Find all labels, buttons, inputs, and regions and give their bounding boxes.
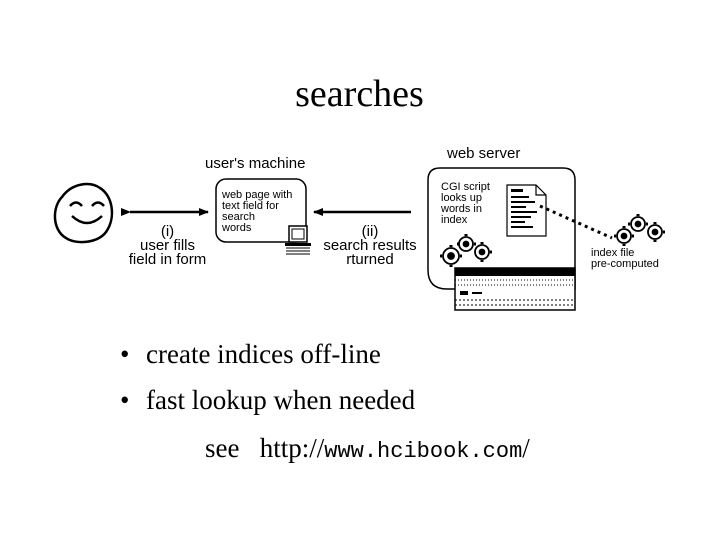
cgi-script-line: CGI script [441, 181, 490, 193]
arrow-i-label: (i) user fills field in form [120, 223, 215, 268]
gears-icon [440, 234, 492, 267]
url-tail[interactable]: / [522, 433, 530, 463]
see-prefix: see [205, 433, 240, 463]
bullet-dot: • [120, 339, 130, 369]
cgi-script-line: looks up [441, 192, 482, 204]
index-file-line: pre-computed [591, 258, 659, 270]
cgi-script-line: index [441, 214, 468, 226]
web-server-label: web server [447, 145, 521, 162]
web-page-text-line: text field for [222, 200, 279, 212]
index-file-line: index file [591, 248, 635, 259]
computer-icon [285, 225, 311, 255]
index-file-text: index file pre-computed [591, 248, 666, 270]
bullet-dot: • [120, 385, 130, 415]
bullet-text: fast lookup when needed [146, 385, 416, 415]
user-face-icon [53, 182, 114, 244]
slide-title: searches [295, 73, 424, 115]
arrow-i-number: (i) [160, 223, 175, 240]
web-page-text-line: search [222, 211, 256, 223]
url-body[interactable]: www.hcibook.com [324, 439, 523, 464]
arrow-ii-line-1: search results [323, 237, 417, 254]
index-link-dotted-line [539, 204, 613, 240]
bullet-item: • create indices off-line [120, 339, 381, 370]
cgi-script-line: words in [441, 203, 482, 215]
url-lead[interactable]: http:// [259, 433, 325, 463]
web-page-text-line: words [222, 222, 252, 234]
users-machine-label: user's machine [205, 155, 306, 172]
web-page-box [215, 178, 307, 243]
cgi-script-text: CGI script looks up words in index [441, 182, 490, 226]
arrow-ii-line-2: rturned [346, 251, 394, 268]
web-page-text-line: web page with [222, 189, 293, 201]
bullet-item: • fast lookup when needed [120, 385, 415, 416]
arrow-ii-number: (ii) [361, 223, 379, 240]
bullet-text: create indices off-line [146, 339, 381, 369]
arrow-i-line-2: field in form [128, 251, 207, 268]
see-reference: see http://www.hcibook.com/ [205, 433, 530, 464]
web-page-text: web page with text field for search word… [222, 190, 292, 234]
arrow-ii-label: (ii) search results rturned [316, 223, 424, 268]
index-gears-icon [614, 214, 665, 246]
arrow-i-line-1: user fills [139, 237, 195, 254]
document-icon [506, 184, 547, 237]
server-unit-icon [454, 267, 576, 311]
